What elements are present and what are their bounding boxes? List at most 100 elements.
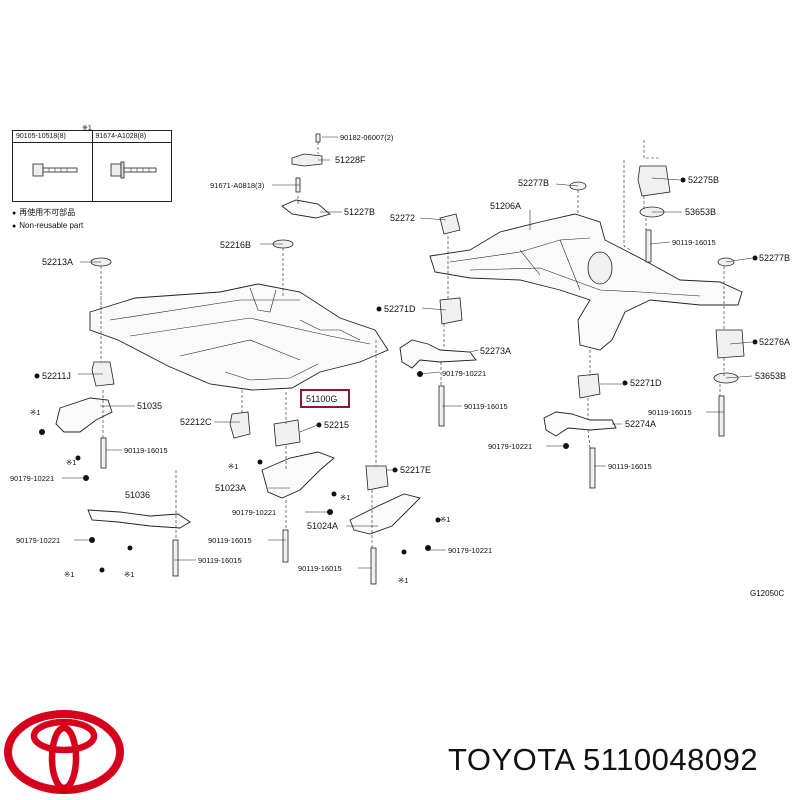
bracket-51035 [55,397,113,433]
label-90179-10221-d: 90179-10221 [448,546,492,555]
label-52274a: 52274A [625,419,656,429]
bolt-group [39,133,725,585]
label-51035: 51035 [137,401,162,411]
exploded-parts-diagram: 90182-06007(2) 51228F 91671-A0818(3) 512… [10,133,790,585]
callout-dot-52217e [392,467,398,473]
diagram-code: G12050C [750,589,785,598]
label-90119-16015-h: 90119-16015 [608,462,652,471]
bolt-90119-16015-b [172,539,179,577]
legend-bolt-2 [91,143,172,201]
bolt-marked-8 [435,517,441,523]
label-90119-16015-e: 90119-16015 [672,238,716,247]
label-52271d-upper: 52271D [384,304,416,314]
label-52276a: 52276A [759,337,790,347]
bolt-marked-4 [127,545,133,551]
label-52212c: 52212C [180,417,212,427]
legend-body [13,143,171,201]
label-51100g: 51100G [306,394,337,404]
rear-subframe-51206a [429,213,743,351]
flange-bolt-icon [32,163,78,177]
mark-3: ※1 [64,570,74,579]
bolt-90119-16015-e [645,229,652,263]
mark-7: ※1 [398,576,408,585]
callout-dot-52276a [752,339,758,345]
mark-2: ※1 [66,458,76,467]
bushing-52275b [637,165,671,197]
label-90182-06007: 90182-06007(2) [340,133,394,142]
label-90179-10221-a: 90179-10221 [10,474,54,483]
part-labels: 90182-06007(2) 51228F 91671-A0818(3) 512… [10,133,790,573]
note-japanese: 再使用不可部品 [12,207,83,220]
bracket-51227b [281,199,331,219]
label-52216b: 52216B [220,240,251,250]
callout-dot-52215 [316,422,322,428]
bracket-52274a [543,411,617,437]
bracket-51023a [261,451,335,499]
mark-5: ※1 [228,462,238,471]
bolt-90119-16015-h [589,447,596,489]
bushing-52271d-upper [439,297,463,325]
non-reusable-marks: ※1 ※1 ※1 ※1 ※1 ※1 ※1 ※1 [30,408,450,585]
bushing-52215 [273,419,301,447]
label-90119-16015-d: 90119-16015 [298,564,342,573]
note-non-reusable: Non-reusable part [12,220,83,233]
label-52211j: 52211J [42,371,71,381]
bushing-52272 [439,213,461,235]
legend-bolt-1 [13,143,92,201]
bolt-90119-16015-g [718,395,725,437]
arm-51036 [87,509,191,529]
bolt-marked-3 [99,567,105,573]
label-52275b: 52275B [688,175,719,185]
callout-dot-52271d-lower [622,380,628,386]
label-52277b-top: 52277B [518,178,549,188]
label-90119-16015-f: 90119-16015 [464,402,508,411]
mark-8: ※1 [440,515,450,524]
bolt-marked-5 [257,459,263,465]
label-52213a: 52213A [42,257,73,267]
callout-dot-52271d-upper [376,306,382,312]
legend-col2: 91674-A1028(8) [91,131,172,142]
label-52273a: 52273A [480,346,511,356]
bolt-marked-1 [39,429,45,435]
label-51227b: 51227B [344,207,375,217]
label-51024a: 51024A [307,521,338,531]
bolt-90119-16015-a [100,437,107,469]
bolt-90182-06007 [315,133,321,143]
bracket-51228f [291,153,323,167]
bushing-52271d-lower [577,373,601,399]
callout-dot-52275b [680,177,686,183]
label-51206a: 51206A [490,201,521,211]
callout-dot-52277b [752,255,758,261]
mark-1: ※1 [30,408,40,417]
bushing-group [90,165,745,491]
bushing-52217e [365,465,389,491]
label-53653b-bottom: 53653B [755,371,786,381]
label-51023a: 51023A [215,483,246,493]
label-51228f: 51228F [335,155,366,165]
highlight-box-51100g [300,389,350,408]
label-90119-16015-c: 90119-16015 [208,536,252,545]
bolt-90119-16015-d [370,547,377,585]
label-90179-10221-c: 90179-10221 [232,508,276,517]
label-90179-10221-e: 90179-10221 [442,369,486,378]
label-90119-16015-b: 90119-16015 [198,556,242,565]
label-90179-10221-f: 90179-10221 [488,442,532,451]
label-90119-16015-a: 90119-16015 [124,446,168,455]
bolt-marked-2 [75,455,81,461]
bracket-52273a [399,339,477,369]
label-52271d-lower: 52271D [630,378,662,388]
legend-col1: 90105-10518(8) [16,133,66,140]
brand-part-number: TOYOTA 5110048092 [448,742,759,777]
label-53653b-top: 53653B [685,207,716,217]
label-52272: 52272 [390,213,415,223]
bushing-52212c [229,411,251,439]
label-52217e: 52217E [400,465,431,475]
bolt-marked-7 [401,549,407,555]
label-91671-a0818: 91671-A0818(3) [210,181,265,190]
label-52215: 52215 [324,420,349,430]
mark-4: ※1 [124,570,134,579]
legend-table: 90105-10518(8) 91674-A1028(8) [12,130,172,202]
callout-dots [34,177,758,473]
label-51036: 51036 [125,490,150,500]
